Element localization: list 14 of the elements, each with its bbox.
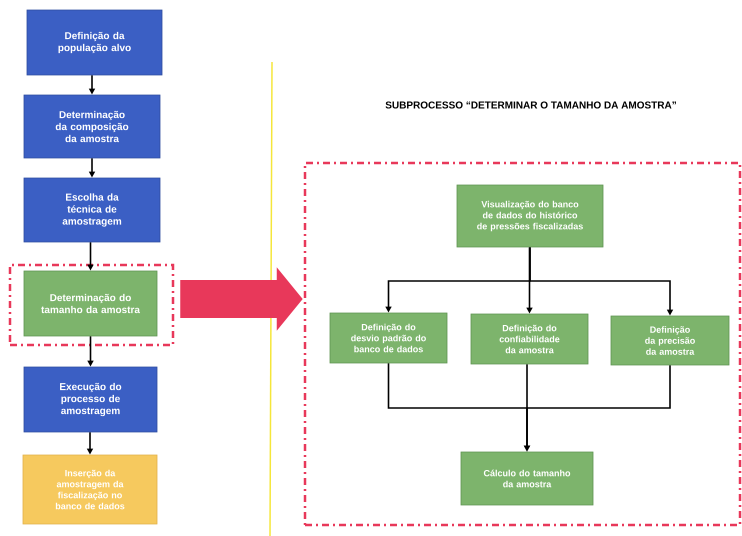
dashed-frame (304, 162, 742, 526)
process-box: Execução do processo de amostragem (24, 366, 158, 432)
process-box: Cálculo do tamanho da amostra (460, 452, 594, 506)
process-box: Escolha da técnica de amostragem (24, 178, 160, 242)
process-box: Definição do confiabilidade da amostra (470, 314, 588, 364)
process-box: Definição do desvio padrão do banco de dados (330, 312, 448, 364)
process-box: Determinação da composição da amostra (24, 94, 160, 158)
process-box: Definição da precisão da amostra (610, 316, 730, 366)
title: SUBPROCESSO “DETERMINAR O TAMANHO DA AMOSTRA” (386, 101, 676, 109)
process-box: Inserção da amostragem da fiscalização no banco de dados (22, 454, 158, 524)
dashed-frame (8, 264, 174, 346)
process-box: Visualização do banco de dados do histórico de pressões fiscalizadas (456, 184, 604, 248)
process-box: Definição da população alvo (26, 10, 162, 76)
process-box: Determinação do tamanho da amostra (24, 270, 158, 336)
